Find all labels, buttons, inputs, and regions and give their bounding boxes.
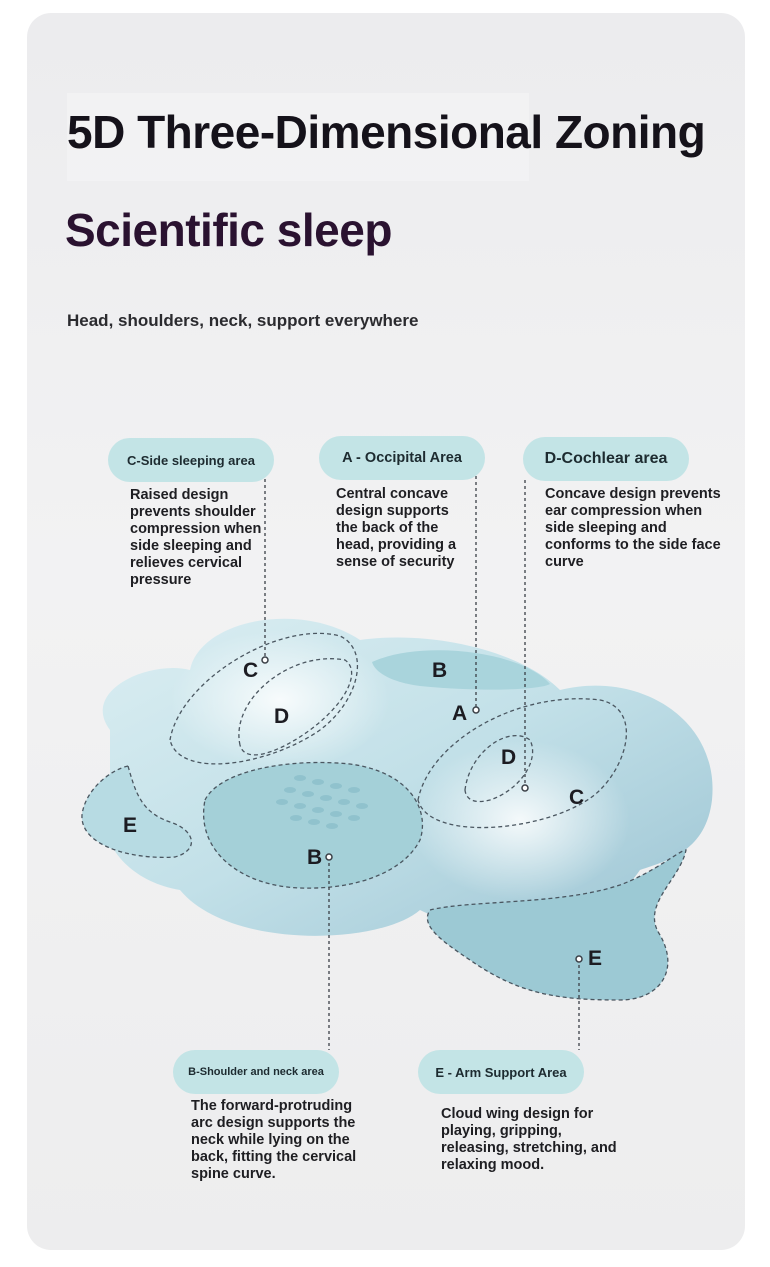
zone-a-description: Central concave design supports the back… — [336, 486, 457, 570]
marker-e-left: E — [123, 814, 137, 837]
marker-b-top: B — [432, 659, 447, 682]
zone-d-description: Concave design prevents ear compression … — [545, 486, 721, 570]
right-wing — [427, 850, 686, 1000]
marker-a: A — [452, 702, 467, 725]
zone-d-pill: D-Cochlear area — [523, 437, 689, 481]
left-wing — [81, 766, 192, 858]
marker-b-front: B — [307, 846, 322, 869]
marker-e-right: E — [588, 947, 602, 970]
zone-c-pill: C-Side sleeping area — [108, 438, 274, 482]
title-band — [67, 93, 529, 181]
marker-c-left: C — [243, 659, 258, 682]
zone-b-top — [372, 650, 550, 690]
product-card: 5D Three-Dimensional Zoning Scientific s… — [27, 13, 745, 1250]
zone-b-description: The forward-protruding arc design suppor… — [191, 1098, 357, 1182]
page-subtitle: Scientific sleep — [65, 204, 392, 256]
zone-c-description: Raised design prevents shoulder compress… — [130, 487, 262, 588]
page-title: 5D Three-Dimensional Zoning — [67, 106, 706, 158]
zone-b-front — [203, 762, 423, 889]
marker-d-left: D — [274, 705, 289, 728]
zone-a-pill: A - Occipital Area — [319, 436, 485, 480]
zone-e-pill: E - Arm Support Area — [418, 1050, 584, 1094]
zone-e-description: Cloud wing design for playing, gripping,… — [441, 1106, 617, 1173]
marker-c-right: C — [569, 786, 584, 809]
marker-d-right: D — [501, 746, 516, 769]
tagline: Head, shoulders, neck, support everywher… — [67, 311, 419, 330]
zone-b-pill: B-Shoulder and neck area — [173, 1050, 339, 1094]
